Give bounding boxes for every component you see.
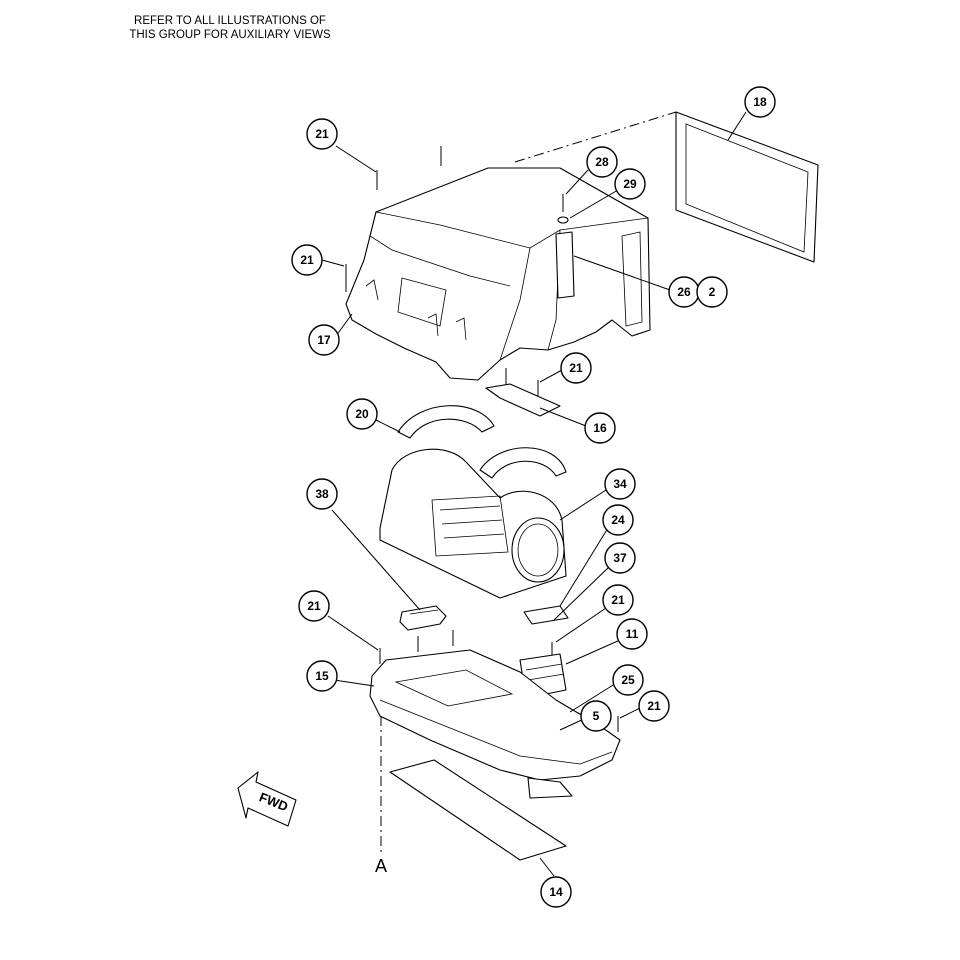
callout-5: 5 xyxy=(580,700,612,732)
callout-16: 16 xyxy=(584,412,616,444)
svg-text:16: 16 xyxy=(593,421,607,435)
callout-37: 37 xyxy=(604,542,636,574)
callout-38: 38 xyxy=(306,478,338,510)
callout-15: 15 xyxy=(306,660,338,692)
callout-26: 26 xyxy=(668,276,700,308)
callout-28: 28 xyxy=(586,146,618,178)
view-a-label: A xyxy=(375,856,387,876)
callout-21: 21 xyxy=(638,690,670,722)
callout-21: 21 xyxy=(291,244,323,276)
callout-18: 18 xyxy=(744,86,776,118)
svg-text:21: 21 xyxy=(647,699,661,713)
svg-text:21: 21 xyxy=(611,593,625,607)
svg-text:24: 24 xyxy=(611,513,625,527)
svg-text:37: 37 xyxy=(613,551,627,565)
callout-29: 29 xyxy=(614,168,646,200)
lower-housing-part-15 xyxy=(369,649,621,799)
svg-text:34: 34 xyxy=(613,477,627,491)
note-line-2: THIS GROUP FOR AUXILIARY VIEWS xyxy=(129,29,331,41)
svg-text:21: 21 xyxy=(569,361,583,375)
svg-text:21: 21 xyxy=(307,599,321,613)
note-line-1: REFER TO ALL ILLUSTRATIONS OF xyxy=(134,15,326,27)
svg-text:25: 25 xyxy=(621,673,635,687)
forward-arrow-icon: FWD xyxy=(237,771,297,827)
filter-part-18 xyxy=(675,111,819,263)
callout-2: 2 xyxy=(696,276,728,308)
svg-text:20: 20 xyxy=(355,407,369,421)
callout-21: 21 xyxy=(602,584,634,616)
svg-text:14: 14 xyxy=(549,885,563,899)
plate-part-37 xyxy=(523,605,569,625)
svg-text:17: 17 xyxy=(317,333,331,347)
svg-text:29: 29 xyxy=(623,177,637,191)
seal-part-14 xyxy=(389,759,567,861)
svg-text:26: 26 xyxy=(677,285,691,299)
callout-17: 17 xyxy=(308,324,340,356)
svg-text:28: 28 xyxy=(595,155,609,169)
callout-21: 21 xyxy=(306,118,338,150)
leader-lines xyxy=(321,111,747,877)
callout-20: 20 xyxy=(346,398,378,430)
svg-text:15: 15 xyxy=(315,669,329,683)
fasteners xyxy=(345,146,619,732)
svg-text:5: 5 xyxy=(593,709,600,723)
svg-text:18: 18 xyxy=(753,95,767,109)
callout-21: 21 xyxy=(560,352,592,384)
svg-text:11: 11 xyxy=(626,627,639,641)
callout-14: 14 xyxy=(540,876,572,908)
auxiliary-views-note: REFER TO ALL ILLUSTRATIONS OF THIS GROUP… xyxy=(100,14,360,42)
callout-24: 24 xyxy=(602,504,634,536)
svg-text:21: 21 xyxy=(300,253,314,267)
callout-25: 25 xyxy=(612,664,644,696)
resistor-part-38 xyxy=(399,605,447,631)
upper-housing-part-17 xyxy=(345,167,651,381)
svg-text:38: 38 xyxy=(315,487,329,501)
shroud-part-20 xyxy=(397,405,567,479)
callout-21: 21 xyxy=(298,590,330,622)
svg-text:21: 21 xyxy=(315,127,329,141)
blower-motor-part-34 xyxy=(379,448,567,599)
callout-11: 11 xyxy=(616,618,648,650)
actuator-part-26 xyxy=(555,231,575,299)
callout-34: 34 xyxy=(604,468,636,500)
bracket-part-16 xyxy=(485,383,561,417)
svg-text:2: 2 xyxy=(709,285,716,299)
filter-alignment-line xyxy=(514,111,677,163)
